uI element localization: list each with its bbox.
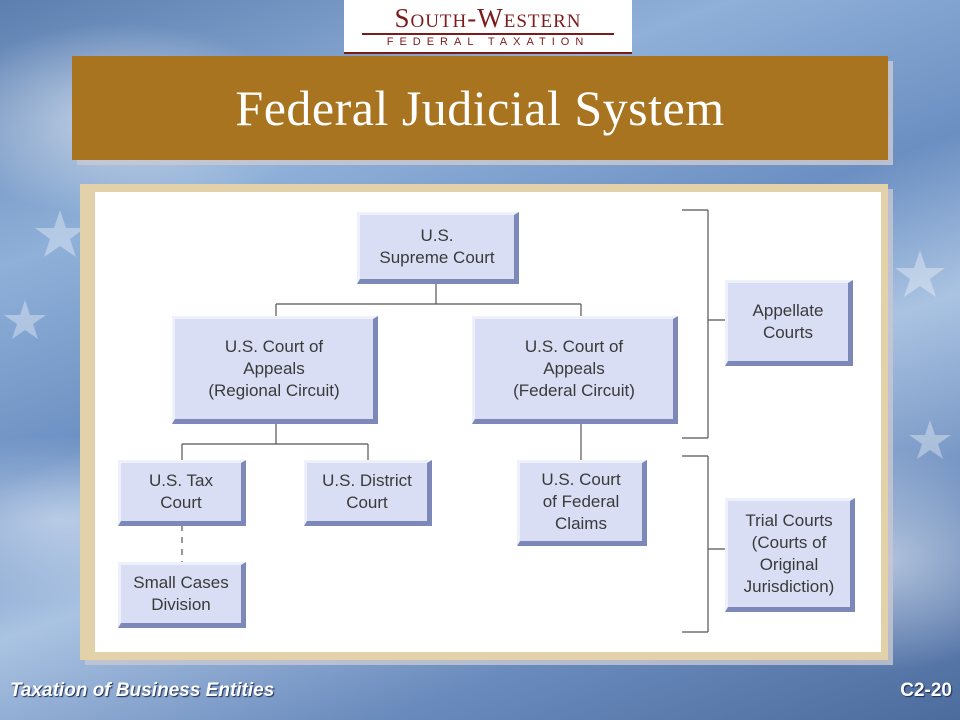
title-banner: Federal Judicial System [72,56,888,160]
small-cases-box: Small Cases Division [118,562,246,628]
appellate-courts-box: Appellate Courts [725,280,853,366]
tax-court-label: U.S. Tax Court [149,471,213,512]
logo-main-text: South-Western [394,3,582,33]
court-hierarchy-diagram: U.S. Supreme Court U.S. Court of Appeals… [95,192,881,652]
logo-sub-text: FEDERAL TAXATION [386,36,590,48]
trial-courts-box: Trial Courts (Courts of Original Jurisdi… [725,498,855,612]
appeals-federal-label: U.S. Court of Appeals (Federal Circuit) [513,337,635,400]
supreme-court-box: U.S. Supreme Court [357,212,519,284]
small-cases-label: Small Cases Division [133,573,229,614]
appellate-courts-label: Appellate Courts [752,301,824,342]
supreme-court-label: U.S. Supreme Court [379,226,495,267]
publisher-logo: South-Western FEDERAL TAXATION [344,0,632,54]
tax-court-box: U.S. Tax Court [118,460,246,526]
diagram-panel: U.S. Supreme Court U.S. Court of Appeals… [80,184,888,660]
appeals-regional-box: U.S. Court of Appeals (Regional Circuit) [172,316,378,424]
appeals-federal-box: U.S. Court of Appeals (Federal Circuit) [472,316,678,424]
trial-courts-label: Trial Courts (Courts of Original Jurisdi… [743,511,835,596]
connector-lines [181,209,727,633]
logo-rule [362,33,614,35]
federal-claims-box: U.S. Court of Federal Claims [517,460,647,546]
appeals-regional-label: U.S. Court of Appeals (Regional Circuit) [208,337,340,400]
district-court-label: U.S. District Court [322,471,412,512]
district-court-box: U.S. District Court [304,460,432,526]
slide-title: Federal Judicial System [235,80,725,136]
federal-claims-label: U.S. Court of Federal Claims [541,470,621,533]
course-name: Taxation of Business Entities [10,680,275,701]
slide-number: C2-20 [900,680,952,701]
